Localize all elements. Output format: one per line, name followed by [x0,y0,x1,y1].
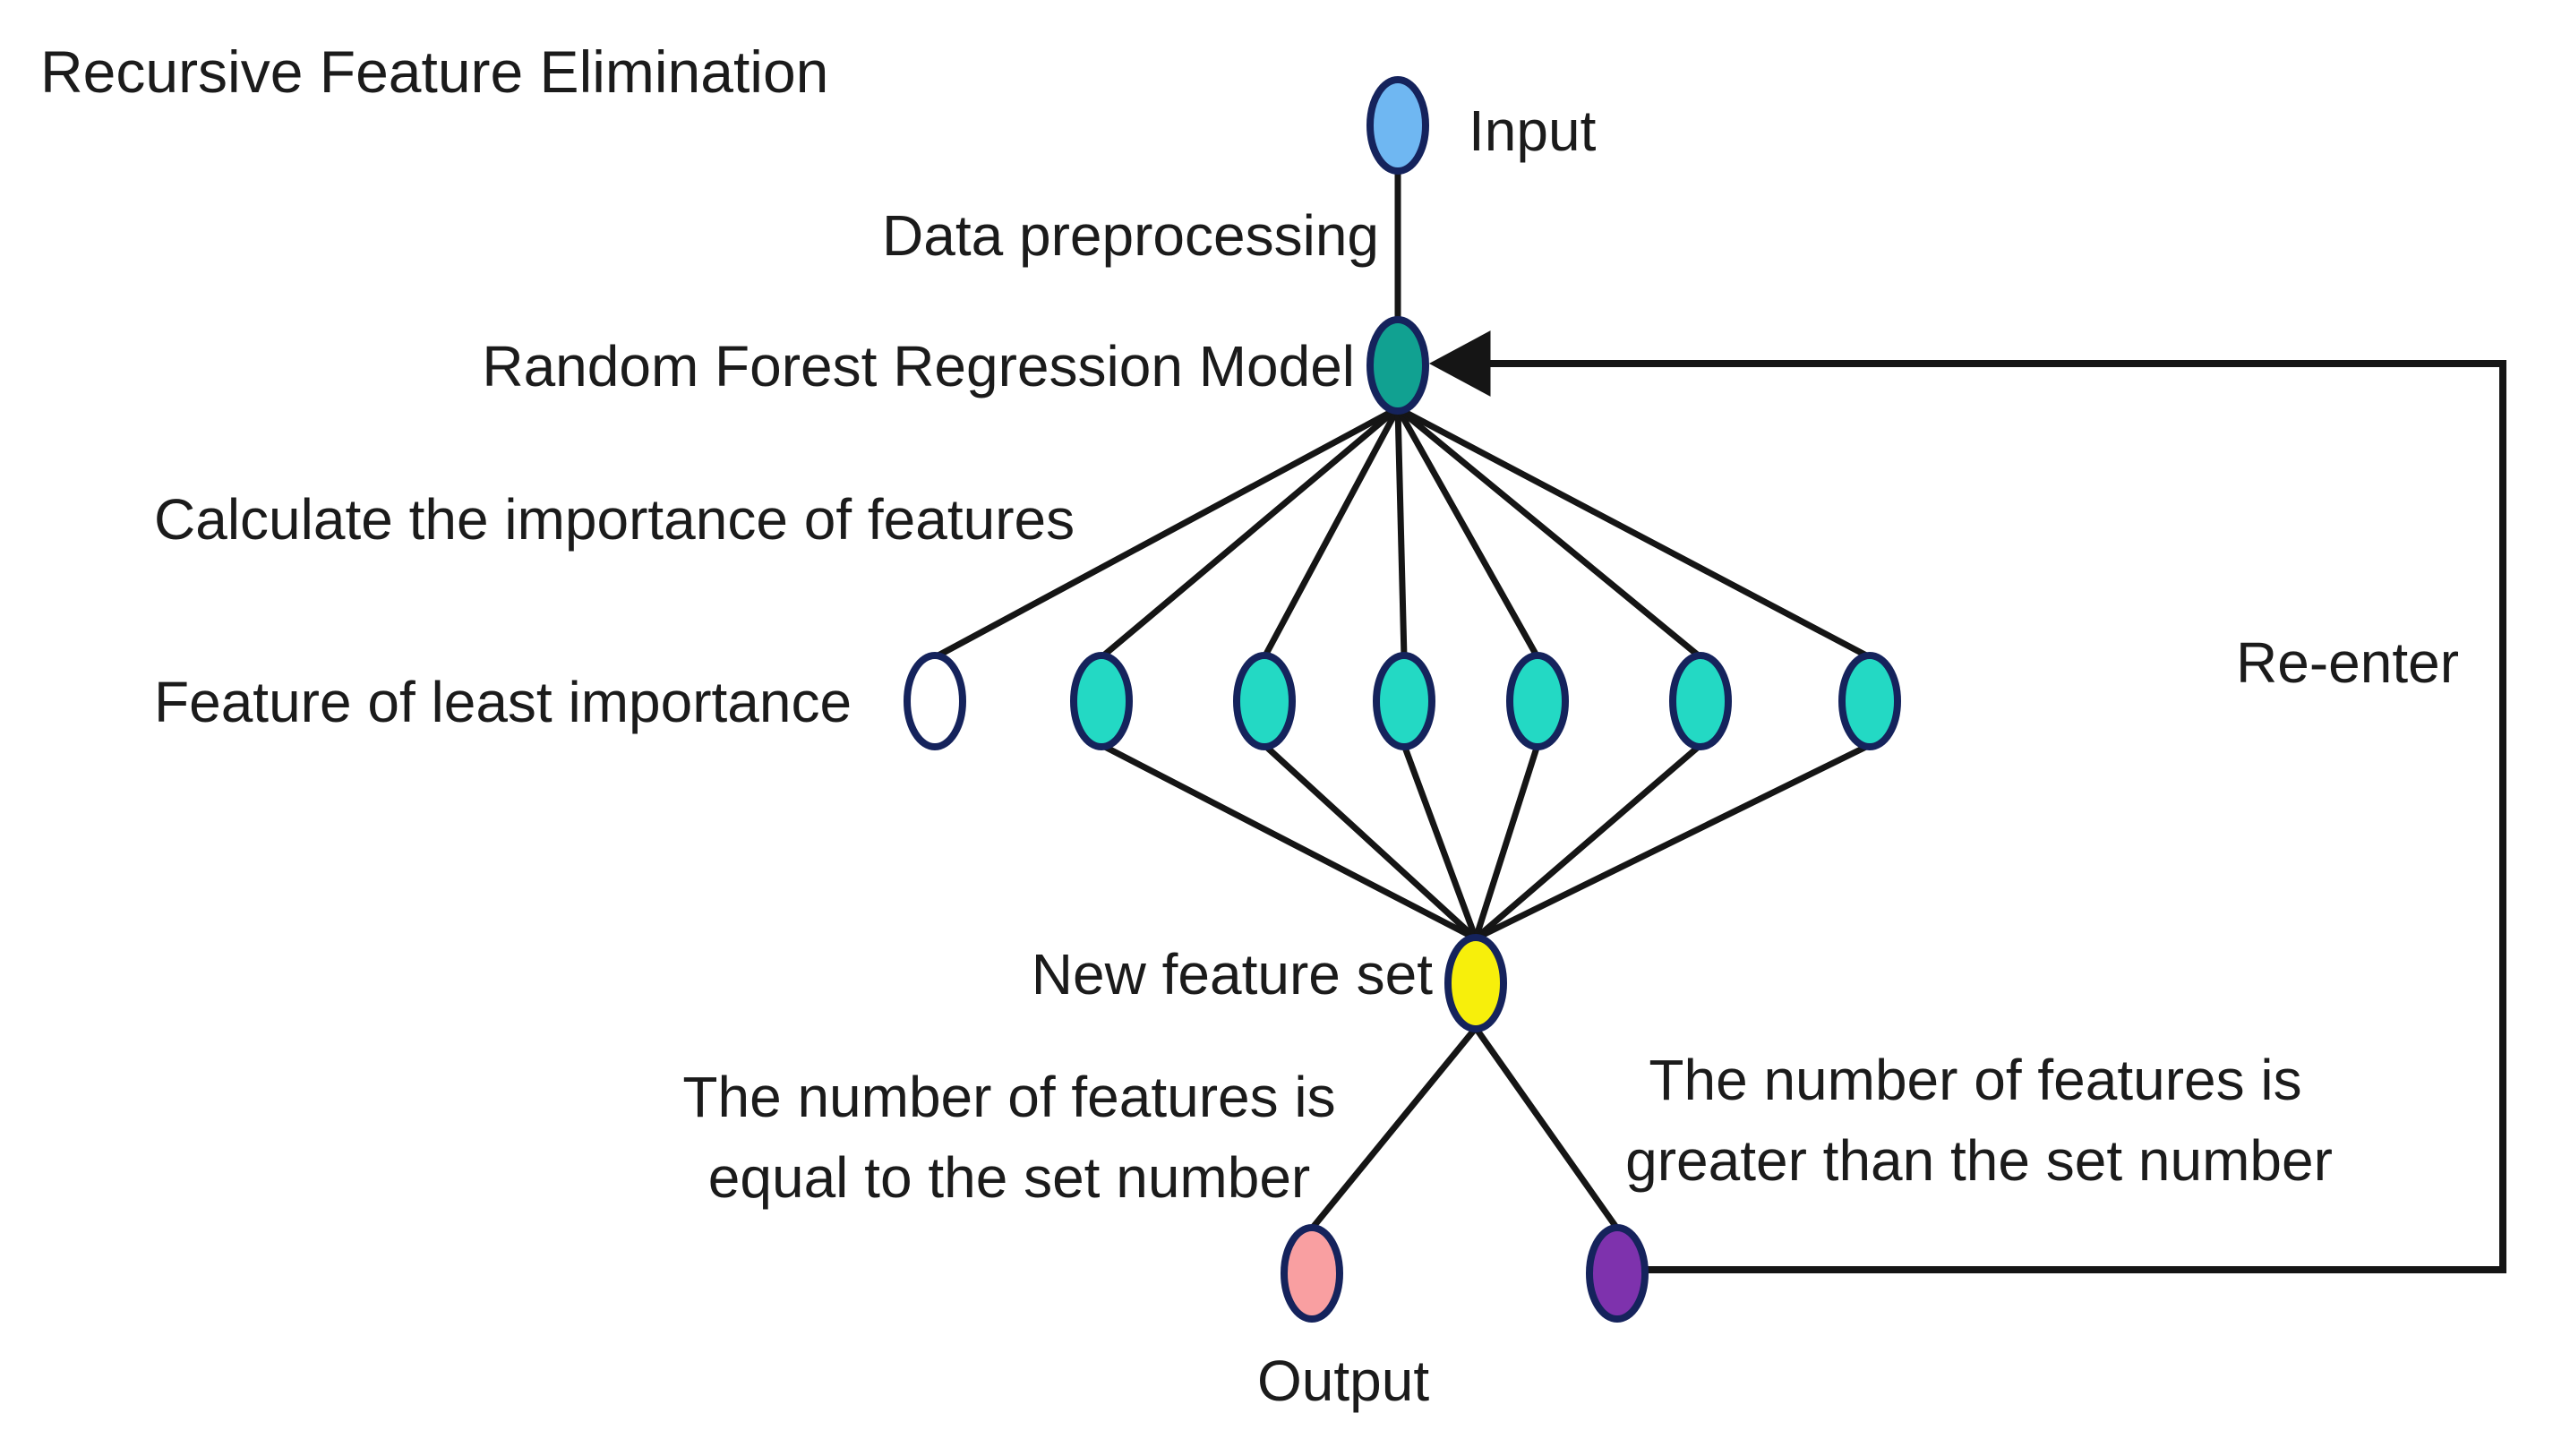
eliminated-feature-node [904,652,966,750]
feature-node-5 [1669,652,1732,750]
edge-feature-1-to-newset [1100,741,1478,942]
edge-newset-to-output [1309,1025,1478,1231]
edge-rf-to-feature-6 [1396,405,1872,661]
edge-feature-5-to-newset [1473,742,1703,941]
data-preprocessing-label: Data preprocessing [882,203,1379,268]
connector-lines [933,172,2506,1273]
rf-model-label: Random Forest Regression Model [482,334,1355,398]
edge-rf-to-feature-2 [1261,407,1401,659]
feature-node-1 [1070,652,1133,750]
greater-branch-label-line1: The number of features is [1649,1048,2301,1112]
labels: Recursive Feature Elimination Input Data… [40,39,2459,1413]
arrowhead-into-rf [1428,330,1491,397]
feature-node-2 [1233,652,1296,750]
input-node [1366,76,1429,175]
equal-branch-label-line1: The number of features is [682,1065,1335,1129]
feature-node-6 [1838,652,1901,750]
feature-node-4 [1506,652,1569,750]
least-importance-label: Feature of least importance [154,670,852,734]
edge-feature-4-to-newset [1472,743,1541,940]
edge-rf-to-feature-4 [1394,407,1541,659]
calc-importance-label: Calculate the importance of features [154,487,1075,552]
re-enter-label: Re-enter [2236,630,2459,695]
edge-feature-2-to-newset [1262,742,1478,941]
edge-rf-to-feature-3 [1394,407,1408,658]
rf-model-node [1366,316,1429,415]
edge-rf-to-feature-1 [1099,406,1401,660]
output-node [1281,1224,1343,1323]
output-label: Output [1257,1349,1429,1413]
edge-newset-to-reenter [1473,1025,1620,1231]
nodes [904,76,1901,1323]
feature-node-3 [1373,652,1435,750]
edge-feature-3-to-newset [1401,743,1479,940]
diagram-title: Recursive Feature Elimination [40,39,828,105]
edge-rf-to-feature-5 [1395,406,1703,660]
new-feature-set-node [1444,934,1507,1032]
reenter-node [1586,1224,1649,1323]
new-feature-set-label: New feature set [1032,942,1433,1006]
edge-reenter-loop [1479,360,2506,1273]
edge-feature-6-to-newset [1474,741,1872,942]
greater-branch-label-line2: greater than the set number [1625,1128,2333,1193]
equal-branch-label-line2: equal to the set number [708,1145,1310,1210]
edge-rf-to-eliminated-feature [933,405,1400,661]
input-label: Input [1469,98,1597,163]
